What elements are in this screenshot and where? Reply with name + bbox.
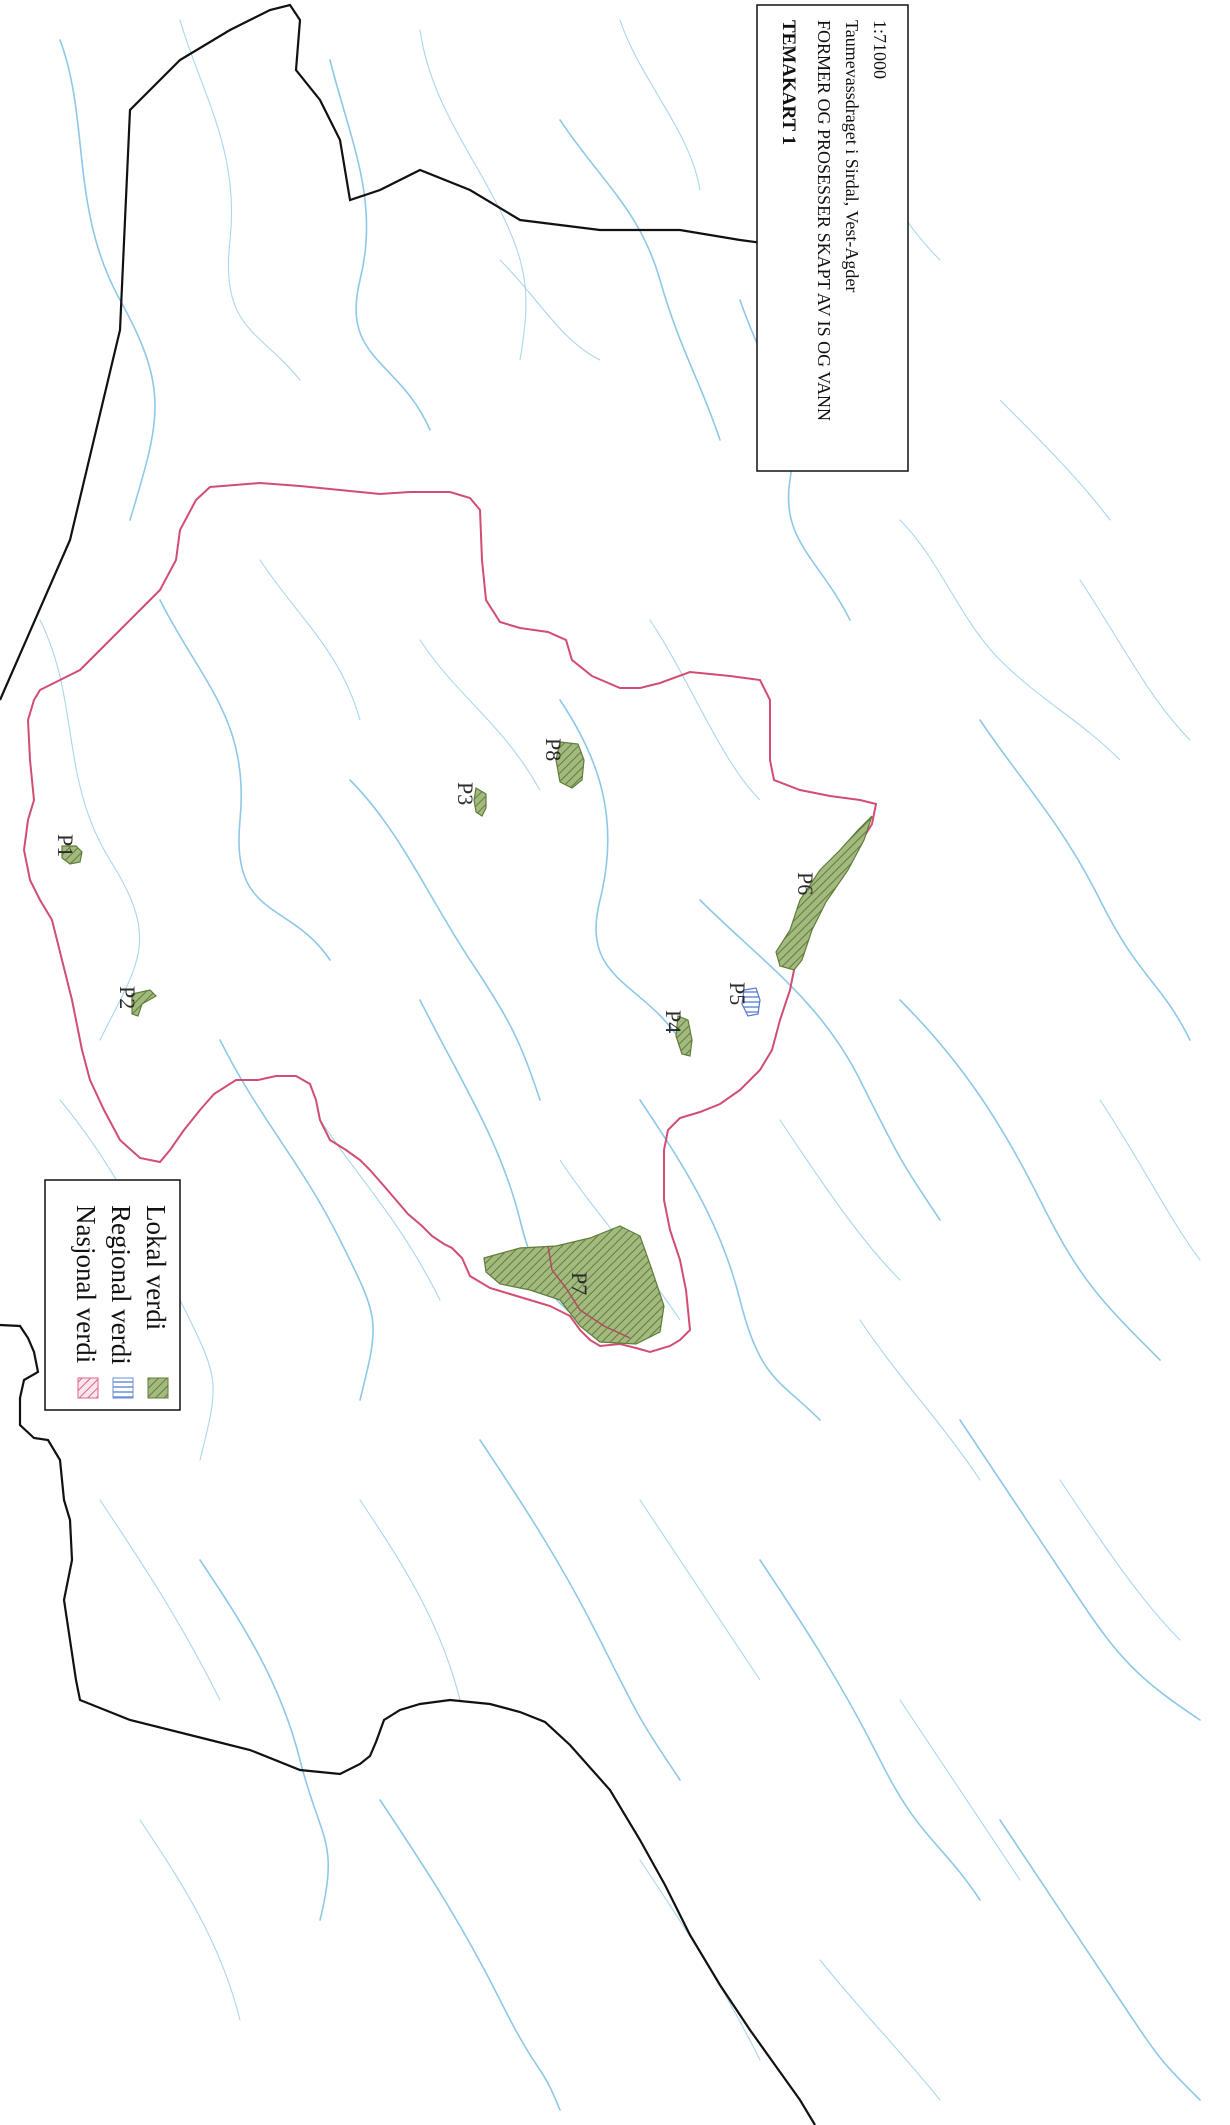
- area-p6-polygon: [775, 815, 873, 971]
- area-p3-label: P3: [453, 782, 478, 805]
- stream-network: [39, 19, 1201, 2111]
- area-p8-polygon: [555, 741, 585, 789]
- map-title: TEMAKART 1: [778, 20, 799, 145]
- catchment-boundary: [22, 481, 878, 1354]
- area-p1-label: P1: [53, 834, 78, 857]
- area-p7-label: P7: [567, 1272, 592, 1295]
- legend-swatch-regional: [112, 1377, 134, 1399]
- map-scale: 1:71000: [870, 20, 890, 79]
- legend: Nasjonal verdi Regional verdi Lokal verd…: [44, 1179, 181, 1411]
- area-p3-polygon: [473, 787, 487, 817]
- legend-label-regional: Regional verdi: [106, 1205, 136, 1365]
- title-box: TEMAKART 1 FORMER OG PROSESSER SKAPT AV …: [756, 4, 909, 472]
- area-p4-polygon: [675, 1015, 693, 1057]
- legend-swatch-lokal: [147, 1377, 169, 1399]
- area-p1-polygon: [61, 845, 83, 865]
- area-labels: P1 P2 P3 P8 P4 P5 P6 P7: [53, 738, 818, 1295]
- area-p5-label: P5: [725, 982, 750, 1005]
- map-location: Taumevassdraget i Sirdal, Vest-Agder: [842, 20, 862, 292]
- legend-swatch-nasjonal: [77, 1377, 99, 1399]
- map-subtitle: FORMER OG PROSESSER SKAPT AV IS OG VANN: [814, 20, 834, 421]
- legend-label-lokal: Lokal verdi: [141, 1205, 171, 1330]
- protected-areas: [61, 741, 873, 1345]
- area-p5-polygon: [741, 987, 761, 1017]
- area-p2-label: P2: [115, 986, 140, 1009]
- municipality-borders: [0, 3, 816, 2125]
- area-p6-label: P6: [793, 872, 818, 895]
- legend-label-nasjonal: Nasjonal verdi: [71, 1205, 101, 1363]
- area-p8-label: P8: [541, 738, 566, 761]
- area-p4-label: P4: [661, 1010, 686, 1033]
- area-p7-polygon: [483, 1225, 665, 1345]
- area-p2-polygon: [131, 989, 157, 1017]
